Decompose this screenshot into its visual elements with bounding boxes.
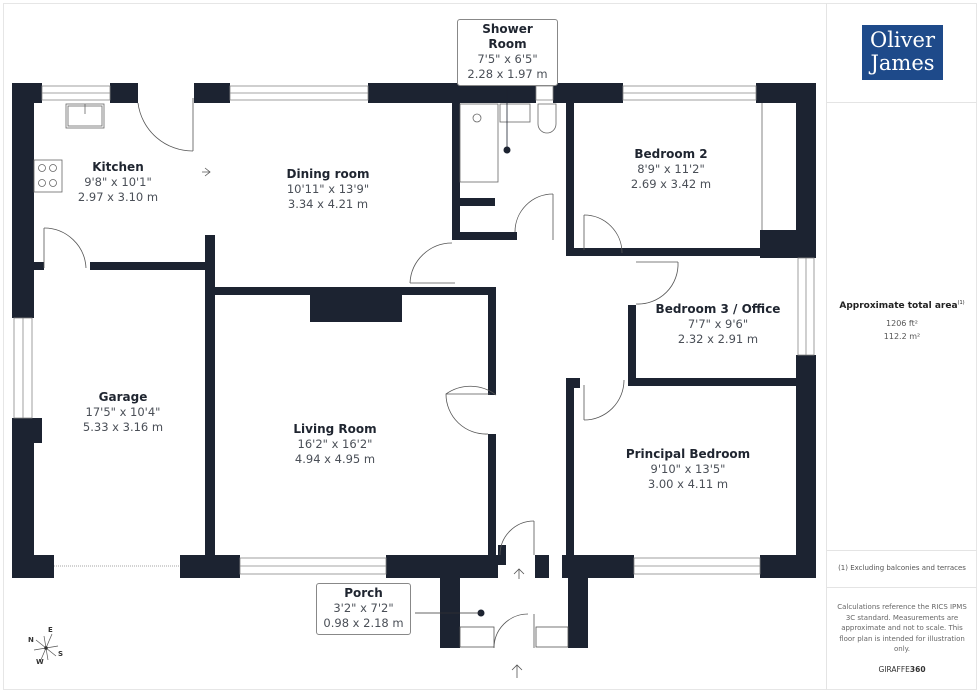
area-title: Approximate total area(1) [839, 300, 965, 311]
room-name: Dining room [286, 167, 370, 181]
footnote: (1) Excluding balconies and terraces [838, 564, 966, 572]
room-name: Porch [344, 586, 383, 600]
room-name: Principal Bedroom [625, 447, 751, 461]
room-dimensions-metric: 2.97 x 3.10 m [77, 190, 159, 204]
room-dimensions-imperial: 9'8" x 10'1" [84, 175, 152, 189]
compass-w: W [36, 658, 44, 666]
room-dimensions-imperial: 7'5" x 6'5" [477, 52, 538, 66]
info-panel: Oliver James Approximate total area(1) 1… [826, 3, 977, 690]
area-section: Approximate total area(1) 1206 ft² 112.2… [827, 103, 977, 551]
room-dining: Dining room 10'11" x 13'9" 3.34 x 4.21 m [287, 167, 370, 212]
room-garage: Garage 17'5" x 10'4" 5.33 x 3.16 m [83, 390, 163, 435]
room-dimensions-imperial: 10'11" x 13'9" [286, 182, 370, 196]
disclaimer: Calculations reference the RICS IPMS 3C … [837, 603, 967, 653]
room-principal-bedroom: Principal Bedroom 9'10" x 13'5" 3.00 x 4… [626, 447, 750, 492]
room-dimensions-metric: 2.69 x 3.42 m [630, 177, 712, 191]
software-brand: GIRAFFE360 [878, 664, 926, 674]
room-name: Living Room [293, 422, 377, 436]
room-dimensions-imperial: 9'10" x 13'5" [650, 462, 726, 476]
compass-e: E [48, 626, 53, 634]
room-name: Bedroom 3 / Office [655, 302, 781, 316]
room-living: Living Room 16'2" x 16'2" 4.94 x 4.95 m [293, 422, 376, 467]
compass-n: N [28, 636, 34, 644]
room-dimensions-imperial: 17'5" x 10'4" [85, 405, 161, 419]
room-name: Shower Room [482, 22, 533, 51]
area-sq-m: 112.2 m² [883, 332, 921, 341]
wall [368, 83, 536, 103]
room-kitchen: Kitchen 9'8" x 10'1" 2.97 x 3.10 m [78, 160, 158, 205]
logo-line-2: James [870, 51, 935, 75]
room-dimensions-imperial: 16'2" x 16'2" [297, 437, 373, 451]
room-dimensions-imperial: 3'2" x 7'2" [333, 601, 394, 615]
room-dimensions-metric: 2.28 x 1.97 m [467, 67, 548, 81]
room-dimensions-metric: 3.00 x 4.11 m [647, 477, 729, 491]
brand-logo: Oliver James [862, 25, 943, 80]
room-dimensions-metric: 3.34 x 4.21 m [287, 197, 369, 211]
footnote-section: (1) Excluding balconies and terraces [827, 551, 977, 588]
room-dimensions-imperial: 8'9" x 11'2" [637, 162, 705, 176]
floor-plan: Kitchen 9'8" x 10'1" 2.97 x 3.10 m Dinin… [12, 19, 816, 678]
page-frame [3, 3, 977, 690]
logo-line-1: Oliver [870, 28, 935, 52]
room-dimensions-imperial: 7'7" x 9'6" [687, 317, 749, 331]
room-name: Bedroom 2 [634, 147, 708, 161]
room-dimensions-metric: 0.98 x 2.18 m [323, 616, 404, 630]
disclaimer-section: Calculations reference the RICS IPMS 3C … [827, 588, 977, 690]
room-shower-callout: Shower Room 7'5" x 6'5" 2.28 x 1.97 m [457, 19, 558, 86]
wall [194, 83, 230, 103]
area-sq-ft: 1206 ft² [886, 319, 918, 328]
room-porch-callout: Porch 3'2" x 7'2" 0.98 x 2.18 m [316, 583, 411, 635]
room-name: Garage [98, 390, 148, 404]
logo-section: Oliver James [827, 3, 977, 103]
compass-s: S [58, 650, 64, 658]
floor-plan-drawing [12, 72, 816, 678]
room-bedroom-3-office: Bedroom 3 / Office 7'7" x 9'6" 2.32 x 2.… [656, 302, 781, 347]
room-name: Kitchen [92, 160, 144, 174]
wall [110, 83, 138, 103]
room-dimensions-metric: 5.33 x 3.16 m [82, 420, 164, 434]
room-bedroom-2: Bedroom 2 8'9" x 11'2" 2.69 x 3.42 m [631, 147, 711, 192]
compass-icon: N E S W [28, 626, 78, 678]
wall [553, 83, 623, 103]
room-dimensions-metric: 4.94 x 4.95 m [294, 452, 376, 466]
room-dimensions-metric: 2.32 x 2.91 m [677, 332, 759, 346]
